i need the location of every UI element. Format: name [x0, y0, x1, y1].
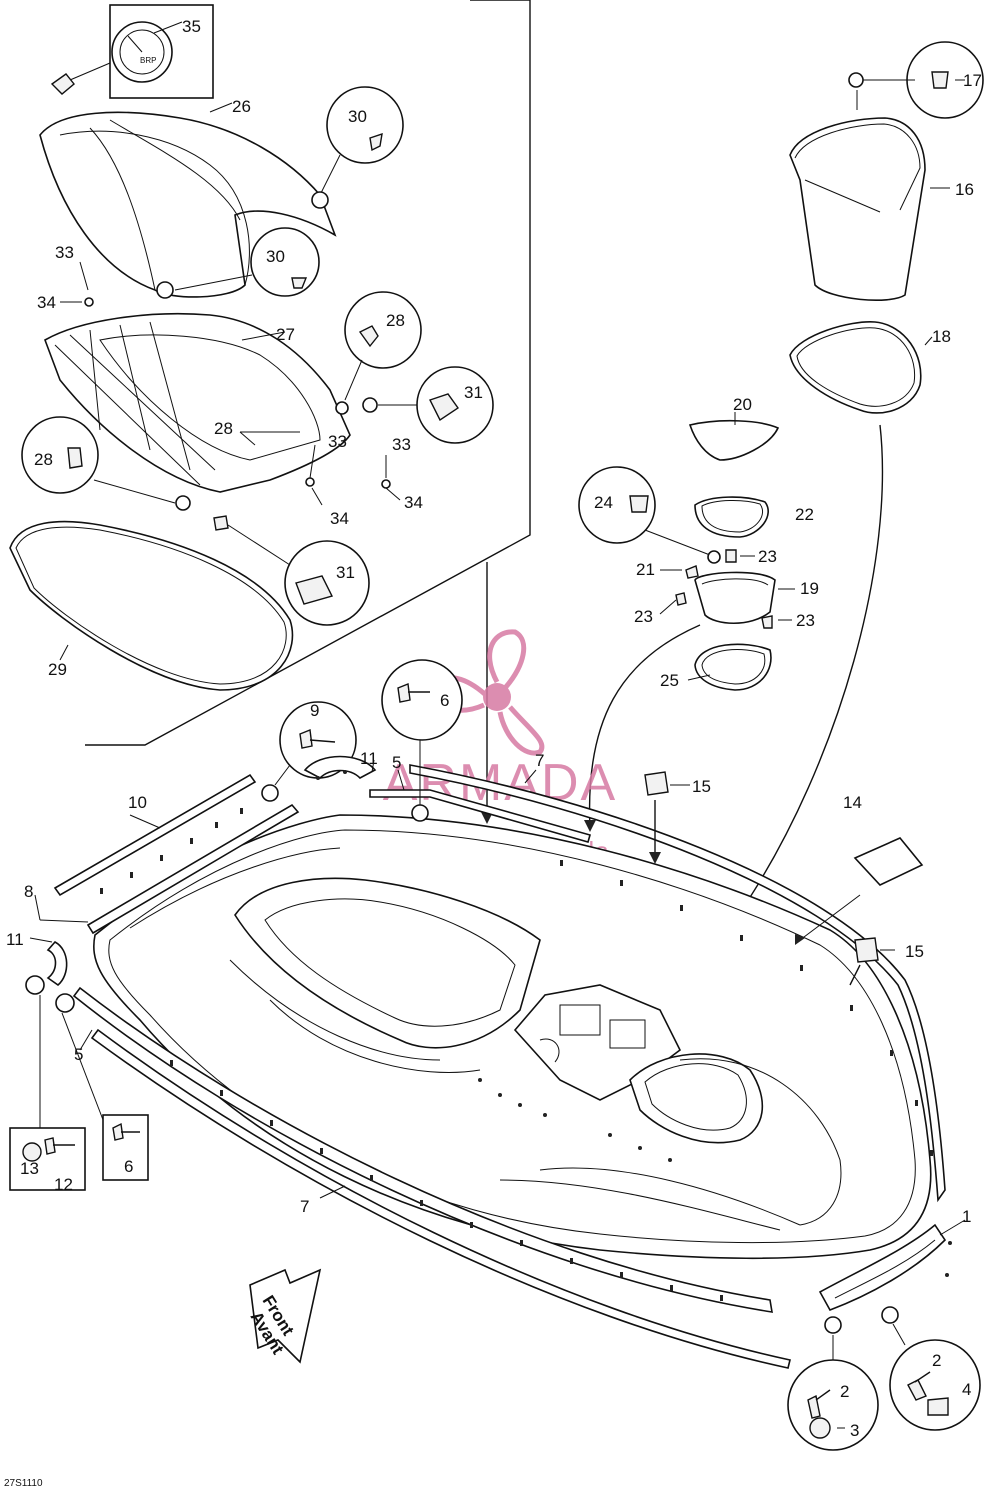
callout-35: 35 — [182, 17, 201, 36]
callout-7: 7 — [535, 751, 544, 770]
callout-12: 12 — [54, 1175, 73, 1194]
callout-10: 10 — [128, 793, 147, 812]
callout-21: 21 — [636, 560, 655, 579]
hull-fasteners — [478, 1078, 672, 1162]
callout-15: 15 — [905, 942, 924, 961]
callout-11: 11 — [6, 930, 24, 949]
callout-2: 2 — [932, 1351, 941, 1370]
callout-6: 6 — [124, 1157, 133, 1176]
callout-33: 33 — [392, 435, 411, 454]
callout-34: 34 — [404, 493, 423, 512]
callout-23: 23 — [796, 611, 815, 630]
callout-1: 1 — [962, 1207, 971, 1226]
front-direction-arrow: Front Avant — [247, 1268, 322, 1364]
callout-11: 11 — [360, 749, 378, 768]
callout-28: 28 — [34, 450, 53, 469]
callout-13: 13 — [20, 1159, 39, 1178]
rub-rails — [53, 764, 946, 1369]
callout-2: 2 — [840, 1382, 849, 1401]
leader-lines — [34, 79, 965, 1429]
callout-23: 23 — [758, 547, 777, 566]
storage-group — [578, 41, 984, 915]
callout-30: 30 — [266, 247, 285, 266]
callout-9: 9 — [310, 701, 319, 720]
seat-cover — [39, 102, 337, 298]
callout-17: 17 — [963, 71, 982, 90]
callout-28: 28 — [386, 311, 405, 330]
hull-body — [93, 814, 932, 1260]
callout-22: 22 — [795, 505, 814, 524]
svg-text:BRP: BRP — [140, 56, 156, 65]
callout-4: 4 — [962, 1380, 971, 1399]
lower-hardware — [9, 659, 981, 1451]
callout-15: 15 — [692, 777, 711, 796]
callout-33: 33 — [55, 243, 74, 262]
callout-19: 19 — [800, 579, 819, 598]
callout-30: 30 — [348, 107, 367, 126]
callout-24: 24 — [594, 493, 613, 512]
gauge-box: BRP — [50, 4, 214, 99]
callout-34: 34 — [37, 293, 56, 312]
callout-6: 6 — [440, 691, 449, 710]
callout-33: 33 — [328, 432, 347, 451]
callout-3: 3 — [850, 1421, 859, 1440]
callout-labels: 35 26 30 30 33 34 27 28 28 28 31 31 33 3… — [6, 17, 982, 1440]
callout-7: 7 — [300, 1197, 309, 1216]
callout-28: 28 — [214, 419, 233, 438]
drawing-code: 27S1110 — [4, 1478, 43, 1489]
callout-26: 26 — [232, 97, 251, 116]
callout-14: 14 — [843, 793, 862, 812]
watermark-brand: ARMADA — [383, 754, 617, 812]
callout-25: 25 — [660, 671, 679, 690]
callout-31: 31 — [336, 563, 355, 582]
callout-31: 31 — [464, 383, 483, 402]
callout-27: 27 — [276, 325, 295, 344]
callout-23: 23 — [634, 607, 653, 626]
callout-18: 18 — [932, 327, 951, 346]
callout-16: 16 — [955, 180, 974, 199]
callout-34: 34 — [330, 509, 349, 528]
callout-5: 5 — [74, 1045, 83, 1064]
rail-fasteners — [100, 808, 933, 1301]
callout-8: 8 — [24, 882, 33, 901]
callout-5: 5 — [392, 753, 401, 772]
callout-29: 29 — [48, 660, 67, 679]
callout-20: 20 — [733, 395, 752, 414]
upper-seat-group: BRP — [9, 0, 531, 824]
